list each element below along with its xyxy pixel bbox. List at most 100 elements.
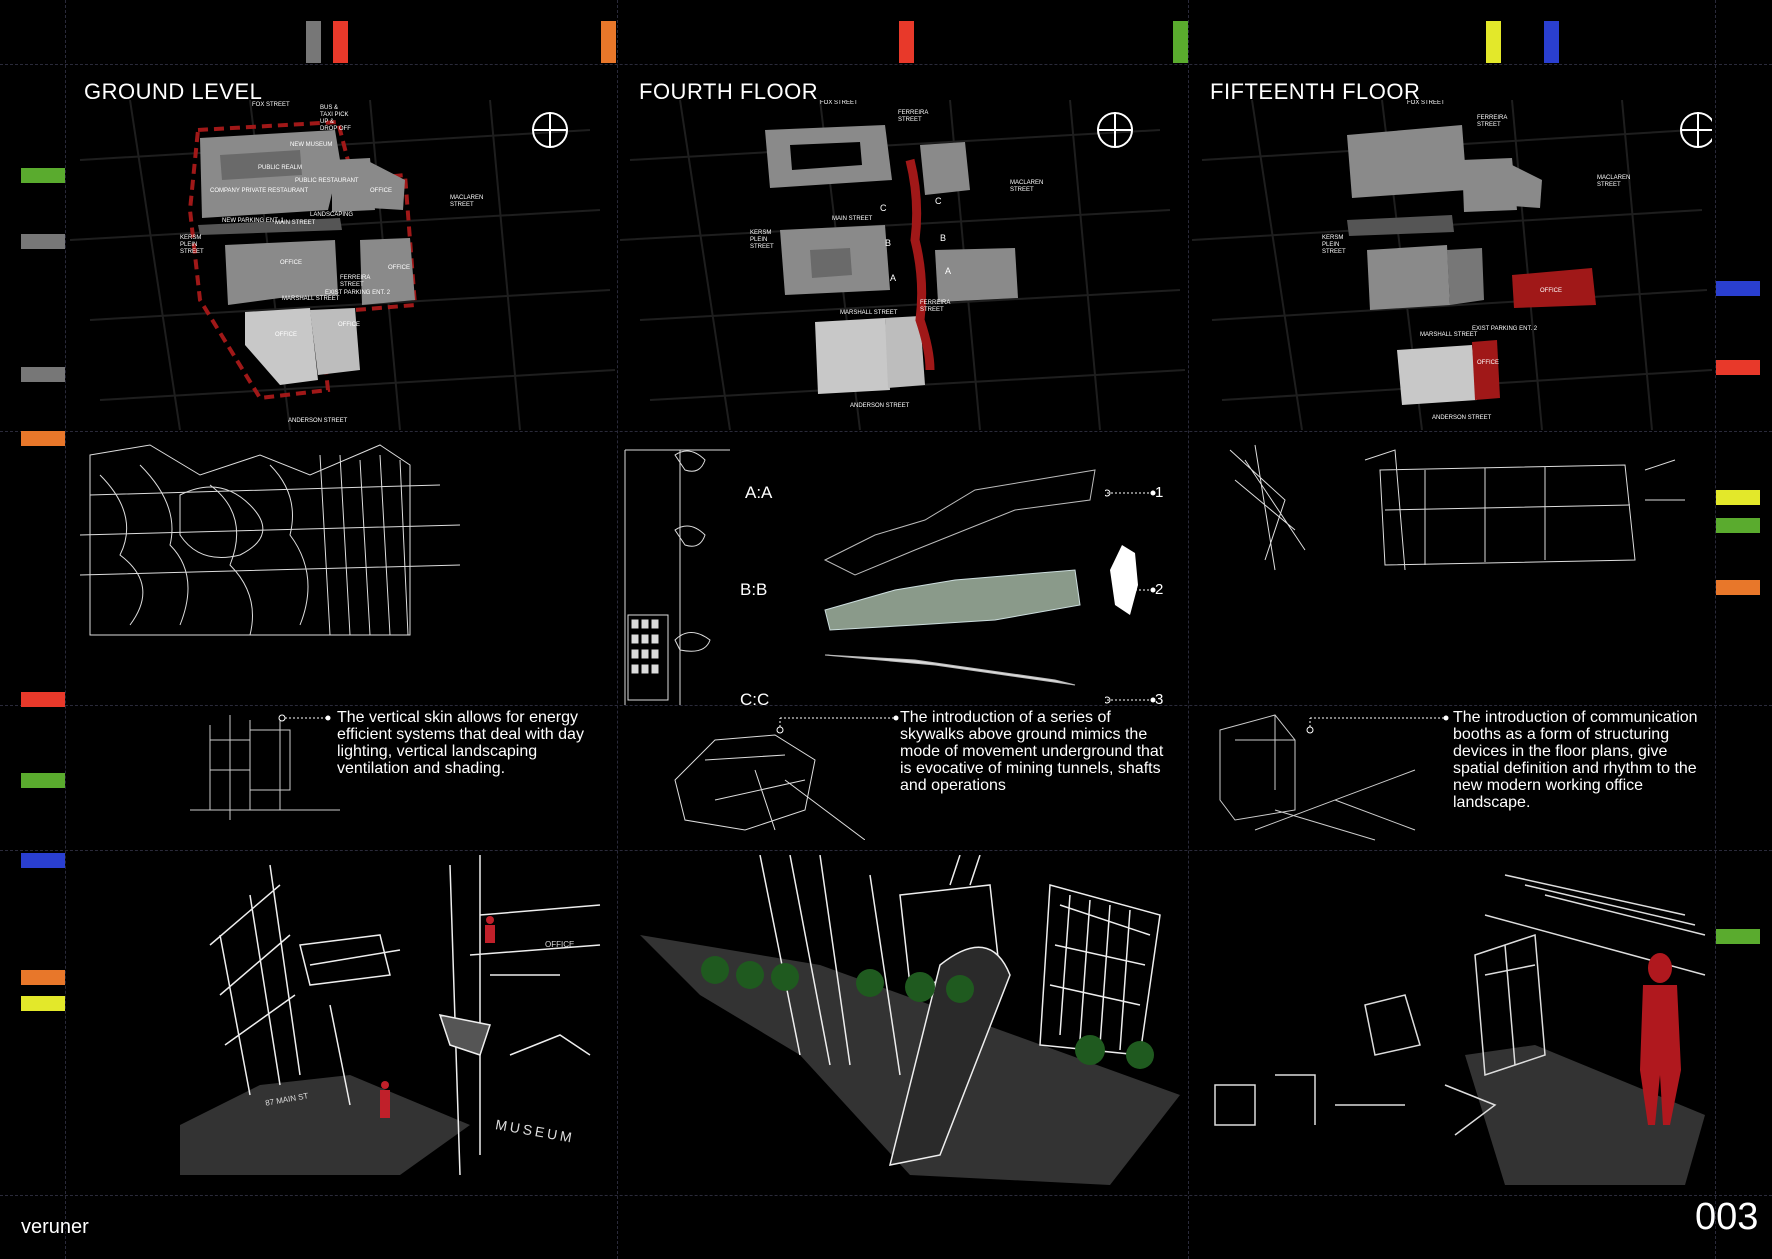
right-swatch-orange (1716, 580, 1760, 595)
tree-row-icon (701, 956, 974, 1003)
plan-label: FERREIRA STREET (920, 300, 951, 313)
section-label-bb: B:B (740, 580, 768, 599)
plan-label: OFFICE (280, 260, 302, 266)
right-swatch-blue (1716, 281, 1760, 296)
fourth-plan-drawing (620, 100, 1185, 430)
left-swatch-grey (21, 234, 65, 249)
ground-facade-sketch (80, 435, 460, 665)
plan-label: OFFICE (275, 332, 297, 338)
top-swatch-yellow (1486, 21, 1501, 63)
callout-number: 2 (1155, 581, 1164, 598)
plan-label: C (935, 196, 942, 206)
hexagon-shape (1110, 545, 1138, 615)
plan-label: LANDSCAPING (310, 212, 354, 218)
plan-label: NEW MUSEUM (290, 142, 333, 148)
top-swatch-grey (306, 21, 321, 63)
plan-label: C (880, 203, 887, 213)
plan-label: FERREIRA STREET (340, 275, 371, 288)
ground-plan-drawing (70, 100, 615, 430)
plan-label: KERSM PLEIN STREET (180, 235, 204, 255)
grid-line (0, 64, 1772, 65)
plan-label: B (885, 238, 892, 248)
column-title-fourth: FOURTH FLOOR (639, 79, 819, 104)
top-swatch-orange (601, 21, 616, 63)
plan-label: OFFICE (1540, 288, 1562, 294)
sketch-label-office: OFFICE (545, 940, 575, 949)
tree-row-icon (1075, 1035, 1154, 1069)
skywalk-tunnel-sketch (665, 720, 865, 840)
top-swatch-green (1173, 21, 1188, 63)
plan-label: MAIN STREET (832, 216, 873, 222)
plan-label: OFFICE (370, 188, 392, 194)
plan-label: ANDERSON STREET (1432, 415, 1492, 421)
ground-description: The vertical skin allows for energy effi… (337, 709, 584, 777)
plan-label: A (945, 266, 952, 276)
top-swatch-red (333, 21, 348, 63)
plan-label: MARSHALL STREET (282, 296, 340, 302)
red-figure-icon (485, 916, 495, 943)
plan-label: EXIST PARKING ENT. 2 (1472, 326, 1538, 332)
plan-label: FOX STREET (820, 100, 858, 106)
left-swatch-orange (21, 970, 65, 985)
plan-label: PUBLIC RESTAURANT (295, 178, 359, 184)
grid-line (0, 431, 1772, 432)
fifteenth-floor-plan: FOX STREET FERREIRA STREET MACLAREN STRE… (1192, 100, 1712, 430)
north-arrow-icon (1680, 112, 1712, 148)
grid-line (0, 1195, 1772, 1196)
plan-label: MACLAREN STREET (450, 195, 484, 208)
left-swatch-orange (21, 431, 65, 446)
column-title-fifteenth: FIFTEENTH FLOOR (1210, 79, 1421, 104)
plan-label: FOX STREET (1407, 100, 1445, 106)
leader-dot (776, 715, 899, 734)
left-swatch-blue (21, 853, 65, 868)
right-swatch-green (1716, 518, 1760, 533)
plan-label: KERSM PLEIN STREET (1322, 235, 1346, 255)
plan-label: FERREIRA STREET (898, 110, 929, 123)
left-swatch-green (21, 773, 65, 788)
plan-label: FERREIRA STREET (1477, 115, 1508, 128)
office-interior-sketch (1225, 440, 1695, 590)
section-label-cc: C:C (740, 690, 770, 709)
leader-dot (1306, 715, 1449, 734)
plan-label: MAIN STREET (275, 220, 316, 226)
skywalk-exploded-diagram (815, 440, 1115, 700)
author-credit: veruner (21, 1216, 89, 1238)
plan-label: MARSHALL STREET (840, 310, 898, 316)
grid-line (1188, 0, 1189, 1259)
ground-level-plan: FOX STREET NEW MUSEUM PUBLIC REALM PUBLI… (70, 100, 615, 430)
left-swatch-yellow (21, 996, 65, 1011)
plan-label: ANDERSON STREET (850, 403, 910, 409)
callout-number: 3 (1155, 691, 1164, 708)
north-arrow-icon (532, 112, 568, 148)
callout-leaders (1105, 489, 1156, 704)
plan-label: COMPANY PRIVATE RESTAURANT (210, 188, 309, 194)
skywalk-street-perspective (640, 855, 1185, 1185)
booth-sketch (1215, 710, 1435, 850)
left-swatch-grey (21, 367, 65, 382)
plan-label: OFFICE (388, 265, 410, 271)
plan-label: BUS & TAXI PICK UP & DROP OFF (320, 105, 351, 132)
plan-label: OFFICE (338, 322, 360, 328)
plan-label: MACLAREN STREET (1597, 175, 1631, 188)
plan-label: MACLAREN STREET (1010, 180, 1044, 193)
top-swatch-blue (1544, 21, 1559, 63)
right-swatch-green (1716, 929, 1760, 944)
page-number: 003 (1695, 1196, 1759, 1238)
ground-street-perspective: OFFICE 87 MAIN ST MUSEUM (180, 855, 605, 1175)
left-swatch-green (21, 168, 65, 183)
fourth-description: The introduction of a series of skywalks… (900, 709, 1164, 794)
plan-label: NEW PARKING ENT. 1 (222, 218, 284, 224)
plan-label: OFFICE (1477, 360, 1499, 366)
plan-label: MARSHALL STREET (1420, 332, 1478, 338)
office-booth-perspective (1205, 855, 1710, 1185)
red-figure-icon (1640, 953, 1681, 1125)
right-swatch-yellow (1716, 490, 1760, 505)
plan-label: KERSM PLEIN STREET (750, 230, 774, 250)
plan-label: B (940, 233, 947, 243)
plan-label: PUBLIC REALM (258, 165, 303, 171)
leader-dot (278, 714, 331, 722)
grid-line (0, 705, 1772, 706)
plan-label: A (890, 273, 897, 283)
section-label-aa: A:A (745, 483, 773, 502)
left-swatch-red (21, 692, 65, 707)
